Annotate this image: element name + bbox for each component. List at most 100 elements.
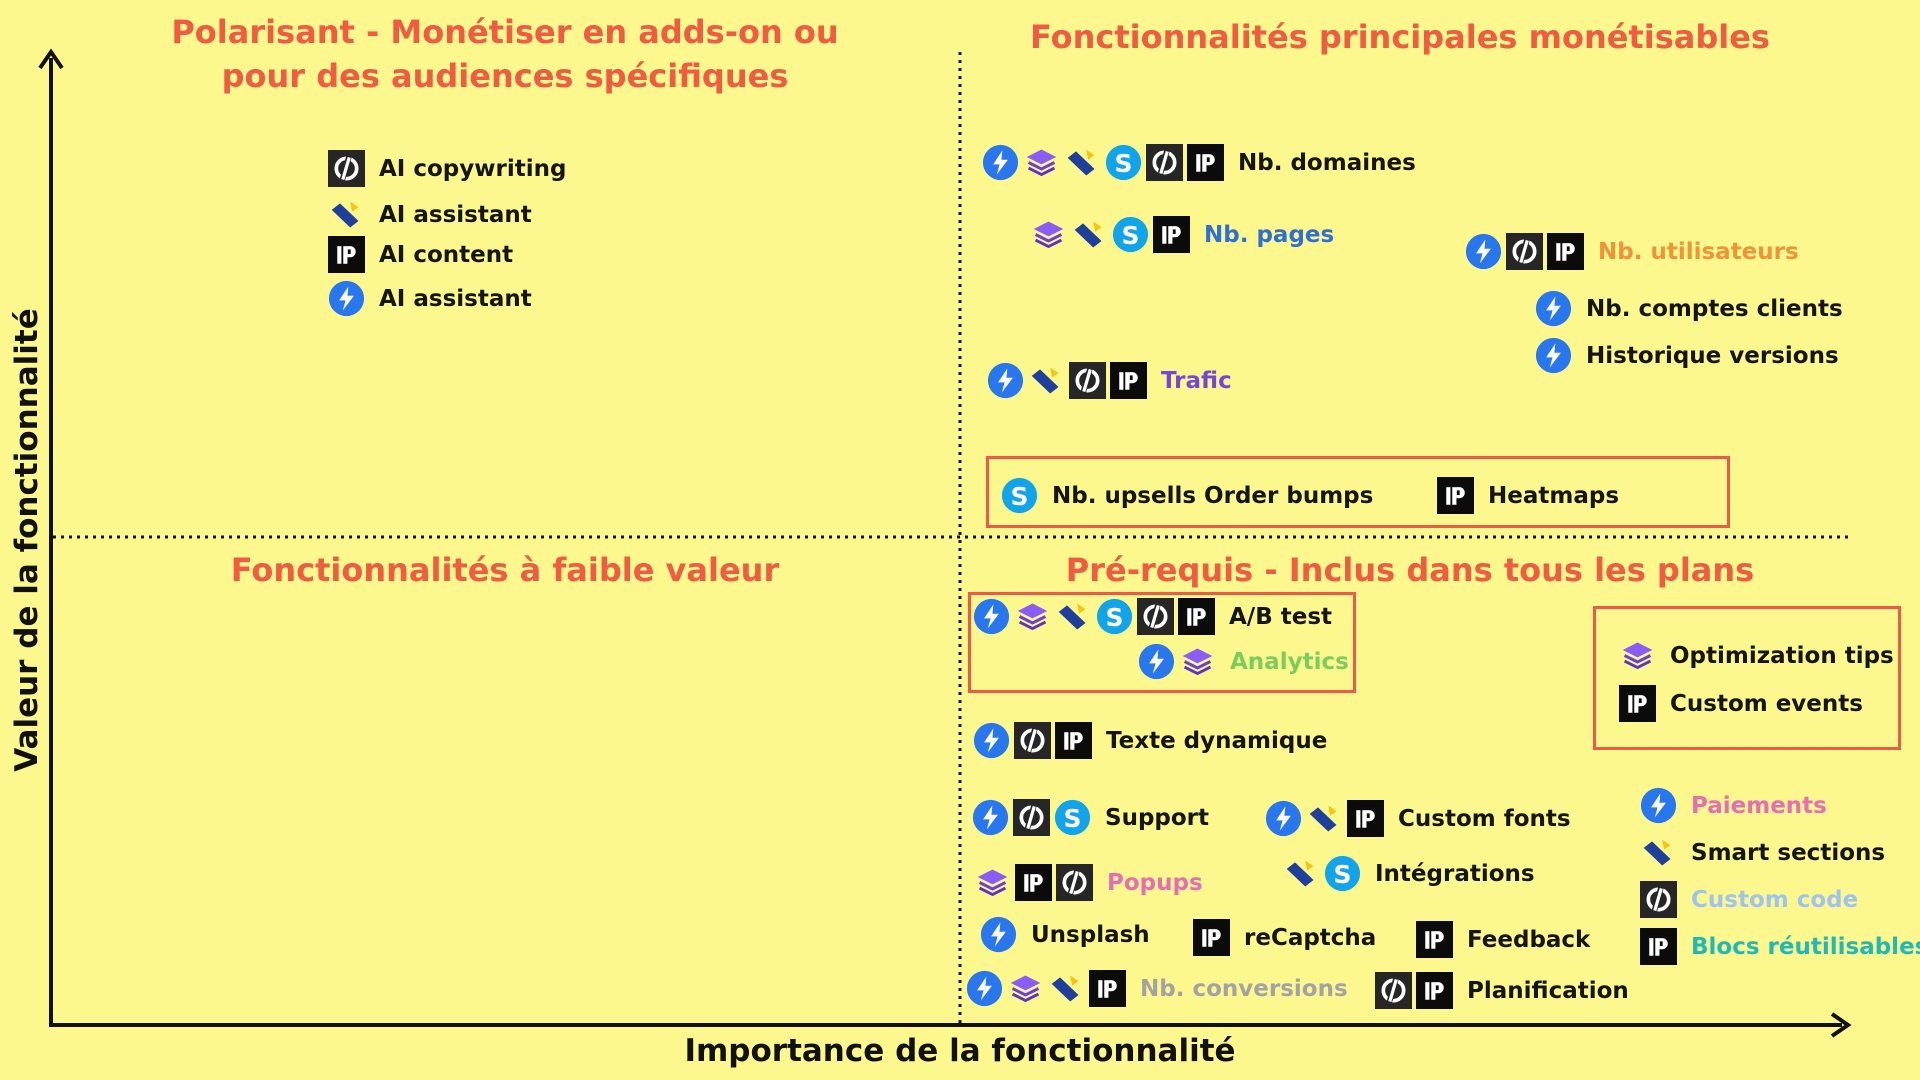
legend-label: AI content xyxy=(379,241,514,268)
svg-text:S: S xyxy=(1011,482,1029,511)
ip-logo-icon xyxy=(1416,972,1453,1009)
feature-item: Unsplash xyxy=(980,916,1150,953)
feature-label: Optimization tips xyxy=(1670,642,1894,669)
feature-item: reCaptcha xyxy=(1193,919,1376,956)
slash-logo-icon xyxy=(1640,881,1677,918)
optimization-frame xyxy=(1593,606,1901,750)
svg-text:S: S xyxy=(1122,221,1140,250)
ip-logo-icon xyxy=(1416,921,1453,958)
feature-label: Planification xyxy=(1467,977,1629,1004)
ribbon-logo-icon xyxy=(1306,800,1343,837)
feature-item: Historique versions xyxy=(1535,337,1839,374)
bolt-logo-icon xyxy=(328,280,365,317)
svg-text:S: S xyxy=(1334,860,1352,889)
feature-label: Nb. upsells Order bumps xyxy=(1052,482,1374,509)
ip-logo-icon xyxy=(1153,216,1190,253)
legend-label: AI copywriting xyxy=(379,155,567,182)
slash-logo-icon xyxy=(1069,362,1106,399)
feature-item: S Nb. pages xyxy=(1030,216,1334,253)
s-logo-icon: S xyxy=(1001,477,1038,514)
feature-label: Nb. domaines xyxy=(1238,149,1416,176)
upsells-heatmaps-frame xyxy=(986,456,1730,528)
feature-label: Texte dynamique xyxy=(1106,727,1328,754)
feature-label: Analytics xyxy=(1230,648,1349,675)
s-logo-icon: S xyxy=(1105,144,1142,181)
slash-logo-icon xyxy=(1137,598,1174,635)
bolt-logo-icon xyxy=(1640,787,1677,824)
bolt-logo-icon xyxy=(966,970,1003,1007)
feature-label: Custom events xyxy=(1670,690,1863,717)
layers-logo-icon xyxy=(1014,598,1051,635)
feature-item: Smart sections xyxy=(1640,834,1885,871)
slash-logo-icon xyxy=(1506,233,1543,270)
feature-item: Feedback xyxy=(1416,921,1590,958)
feature-label: Custom fonts xyxy=(1398,805,1571,832)
layers-logo-icon xyxy=(1023,144,1060,181)
bolt-logo-icon xyxy=(987,362,1024,399)
quadrant-title-bottom-right: Pré-requis - Inclus dans tous les plans xyxy=(1065,551,1755,589)
feature-item: Custom fonts xyxy=(1265,800,1571,837)
feature-label: Heatmaps xyxy=(1488,482,1620,509)
feature-item: Popups xyxy=(974,864,1203,901)
slash-logo-icon xyxy=(1146,144,1183,181)
ribbon-logo-icon xyxy=(1283,855,1320,892)
ip-logo-icon xyxy=(1193,919,1230,956)
y-axis-arrow xyxy=(38,48,64,70)
ip-logo-icon xyxy=(1089,970,1126,1007)
feature-item: Texte dynamique xyxy=(973,722,1327,759)
bolt-logo-icon xyxy=(1265,800,1302,837)
legend-label: AI assistant xyxy=(379,285,532,312)
legend-item: AI copywriting xyxy=(328,150,566,187)
feature-item: Planification xyxy=(1375,972,1629,1009)
slash-logo-icon xyxy=(1014,722,1051,759)
feature-label: Unsplash xyxy=(1031,921,1150,948)
ab-analytics-frame xyxy=(968,592,1356,693)
feature-label: Smart sections xyxy=(1691,839,1886,866)
bolt-logo-icon xyxy=(980,916,1017,953)
legend-item: AI assistant xyxy=(328,280,532,317)
feature-label: Feedback xyxy=(1467,926,1591,953)
layers-logo-icon xyxy=(974,864,1011,901)
bolt-logo-icon xyxy=(982,144,1019,181)
feature-label: Nb. utilisateurs xyxy=(1598,238,1799,265)
feature-item: S Nb. upsells Order bumps xyxy=(1001,477,1373,514)
feature-item: Custom code xyxy=(1640,881,1858,918)
y-axis-label: Valeur de la fonctionnalité xyxy=(9,308,45,772)
layers-logo-icon xyxy=(1179,643,1216,680)
feature-label: Blocs réutilisables xyxy=(1691,933,1920,960)
ip-logo-icon xyxy=(1178,598,1215,635)
feature-label: A/B test xyxy=(1229,603,1333,630)
svg-text:S: S xyxy=(1064,804,1082,833)
feature-item: Heatmaps xyxy=(1437,477,1619,514)
ip-logo-icon xyxy=(1015,864,1052,901)
slash-logo-icon xyxy=(1056,864,1093,901)
layers-logo-icon xyxy=(1007,970,1044,1007)
slash-logo-icon xyxy=(1375,972,1412,1009)
ip-logo-icon xyxy=(328,236,365,273)
legend-label: AI assistant xyxy=(379,201,532,228)
feature-item: Analytics xyxy=(1138,643,1349,680)
bolt-logo-icon xyxy=(973,598,1010,635)
ip-logo-icon xyxy=(1055,722,1092,759)
ribbon-logo-icon xyxy=(1048,970,1085,1007)
feature-item: S Support xyxy=(972,799,1209,836)
quadrant-title-top-right: Fonctionnalités principales monétisables xyxy=(1030,18,1770,56)
bolt-logo-icon xyxy=(972,799,1009,836)
bolt-logo-icon xyxy=(1138,643,1175,680)
feature-label: Nb. comptes clients xyxy=(1586,295,1843,322)
feature-label: Historique versions xyxy=(1586,342,1839,369)
feature-label: reCaptcha xyxy=(1244,924,1377,951)
feature-item: Nb. utilisateurs xyxy=(1465,233,1799,270)
feature-item: Optimization tips xyxy=(1619,637,1894,674)
feature-label: Support xyxy=(1105,804,1210,831)
feature-label: Nb. pages xyxy=(1204,221,1335,248)
ip-logo-icon xyxy=(1187,144,1224,181)
s-logo-icon: S xyxy=(1324,855,1361,892)
ribbon-logo-icon xyxy=(1028,362,1065,399)
bolt-logo-icon xyxy=(1535,290,1572,327)
bolt-logo-icon xyxy=(973,722,1010,759)
feature-label: Paiements xyxy=(1691,792,1827,819)
ip-logo-icon xyxy=(1547,233,1584,270)
